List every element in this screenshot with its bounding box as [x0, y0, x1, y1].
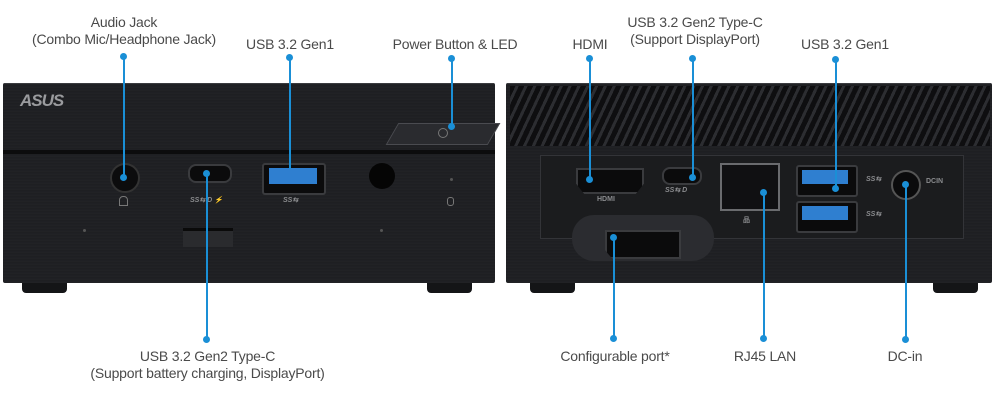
usb-a-front-glyph: SS⇆ [283, 197, 299, 204]
power-icon [438, 128, 448, 138]
asus-logo: ASUS [20, 91, 64, 110]
front-foot-left [22, 283, 67, 293]
callout-dot-usb-c-front [203, 336, 210, 343]
callout-line-audio-jack [123, 56, 125, 178]
callout-end-usb-c-rear [689, 174, 696, 181]
audio-jack-port[interactable] [110, 163, 140, 193]
dcin-glyph: DCIN [926, 178, 944, 185]
label-dc-in: DC-in [870, 348, 940, 365]
front-panel-seam [3, 150, 495, 154]
callout-line-usb-c-rear [692, 58, 694, 178]
callout-dot-rj45 [760, 335, 767, 342]
label-rj45-line1: RJ45 LAN [733, 348, 797, 364]
rear-foot-right [933, 283, 978, 293]
callout-line-dc-in [905, 184, 907, 339]
callout-dot-configurable-port [610, 335, 617, 342]
label-usb-c-rear-line1: USB 3.2 Gen2 Type-C [627, 14, 763, 30]
pinhole-left [83, 229, 86, 232]
label-audio-jack-line1: Audio Jack [90, 14, 158, 30]
label-usb-c-front: USB 3.2 Gen2 Type-C (Support battery cha… [50, 348, 365, 382]
usb-c-rear-glyph: SS⇆ D [665, 187, 688, 194]
label-hdmi-line1: HDMI [572, 36, 608, 52]
label-power-button-line1: Power Button & LED [392, 36, 518, 52]
usb-c-rear-port[interactable] [662, 167, 702, 185]
callout-line-configurable-port [613, 237, 615, 339]
hdmi-glyph: HDMI [597, 196, 615, 203]
usb-a-rear-glyph-2: SS⇆ [866, 211, 882, 218]
label-hdmi: HDMI [550, 36, 630, 53]
label-usb-c-front-line1: USB 3.2 Gen2 Type-C [139, 348, 276, 364]
label-usb-c-rear: USB 3.2 Gen2 Type-C (Support DisplayPort… [615, 14, 775, 48]
callout-line-rj45 [763, 192, 765, 339]
usb-a-front-tongue [269, 168, 317, 184]
rj45-port[interactable] [720, 163, 780, 211]
usb-a-rear-glyph-1: SS⇆ [866, 176, 882, 183]
callout-end-usb-gen1-rear [832, 185, 839, 192]
hdd-icon [447, 197, 454, 206]
label-usb-c-rear-line2: (Support DisplayPort) [630, 31, 760, 47]
callout-dot-dc-in [902, 336, 909, 343]
front-panel-device [3, 83, 495, 283]
front-foot-right [427, 283, 472, 293]
pinhole-right [380, 229, 383, 232]
hdd-led [450, 178, 453, 181]
callout-end-usb-c-front [203, 170, 210, 177]
label-rj45: RJ45 LAN [715, 348, 815, 365]
callout-line-power-button [451, 58, 453, 126]
usb-a-rear-tongue-2 [802, 206, 848, 220]
label-usb-gen1-rear-line1: USB 3.2 Gen1 [801, 36, 889, 52]
rear-vent [510, 86, 990, 146]
label-power-button: Power Button & LED [380, 36, 530, 53]
usb-a-rear-tongue-1 [802, 170, 848, 184]
callout-line-usb-gen1-rear [835, 59, 837, 189]
ir-receiver [369, 163, 395, 189]
callout-line-usb-gen1-front [289, 57, 291, 169]
callout-end-hdmi [586, 176, 593, 183]
label-dc-in-line1: DC-in [887, 348, 923, 364]
card-reader-slot[interactable] [183, 228, 233, 247]
usb-c-front-port[interactable] [188, 164, 232, 183]
callout-end-power-button [448, 123, 455, 130]
lan-glyph: 品 [743, 217, 750, 224]
label-audio-jack-line2: (Combo Mic/Headphone Jack) [32, 31, 216, 47]
headset-icon [119, 196, 128, 206]
label-configurable-port-line1: Configurable port* [560, 348, 670, 364]
callout-line-usb-c-front [206, 171, 208, 339]
label-usb-c-front-line2: (Support battery charging, DisplayPort) [90, 365, 325, 381]
configurable-port[interactable] [605, 230, 681, 259]
callout-end-audio-jack [120, 174, 127, 181]
label-usb-gen1-front-line1: USB 3.2 Gen1 [246, 36, 334, 52]
label-configurable-port: Configurable port* [530, 348, 700, 365]
rear-foot-left [530, 283, 575, 293]
label-usb-gen1-rear: USB 3.2 Gen1 [780, 36, 910, 53]
callout-line-hdmi [589, 58, 591, 180]
label-usb-gen1-front: USB 3.2 Gen1 [225, 36, 355, 53]
label-audio-jack: Audio Jack (Combo Mic/Headphone Jack) [0, 14, 248, 48]
